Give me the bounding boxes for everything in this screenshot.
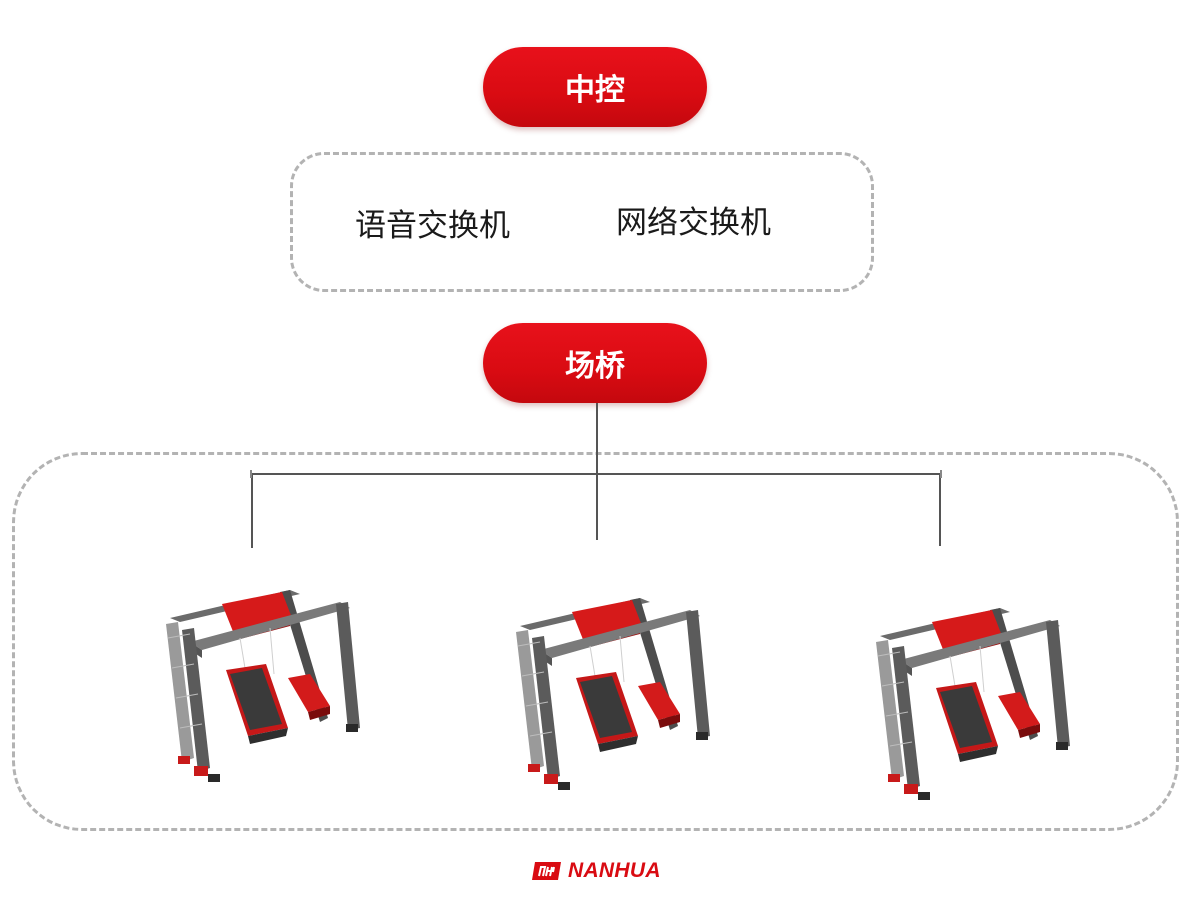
yard-crane-node: 场桥 (483, 323, 707, 403)
network-switch-label: 网络交换机 (616, 205, 771, 241)
nanhua-logo: NANHUA (532, 859, 661, 883)
voice-switch-label: 语音交换机 (355, 208, 510, 244)
brand-name: NANHUA (568, 859, 661, 882)
central-control-label: 中控 (565, 73, 625, 108)
central-control-node: 中控 (483, 47, 707, 127)
crane-group-box (12, 452, 1179, 831)
yard-crane-label: 场桥 (565, 349, 625, 384)
gantry-crane-image-2 (516, 598, 710, 790)
switch-group-box (290, 152, 874, 292)
gantry-crane-image-3 (876, 608, 1070, 800)
nanhua-logo-icon (532, 862, 561, 880)
gantry-crane-image-1 (166, 590, 360, 782)
